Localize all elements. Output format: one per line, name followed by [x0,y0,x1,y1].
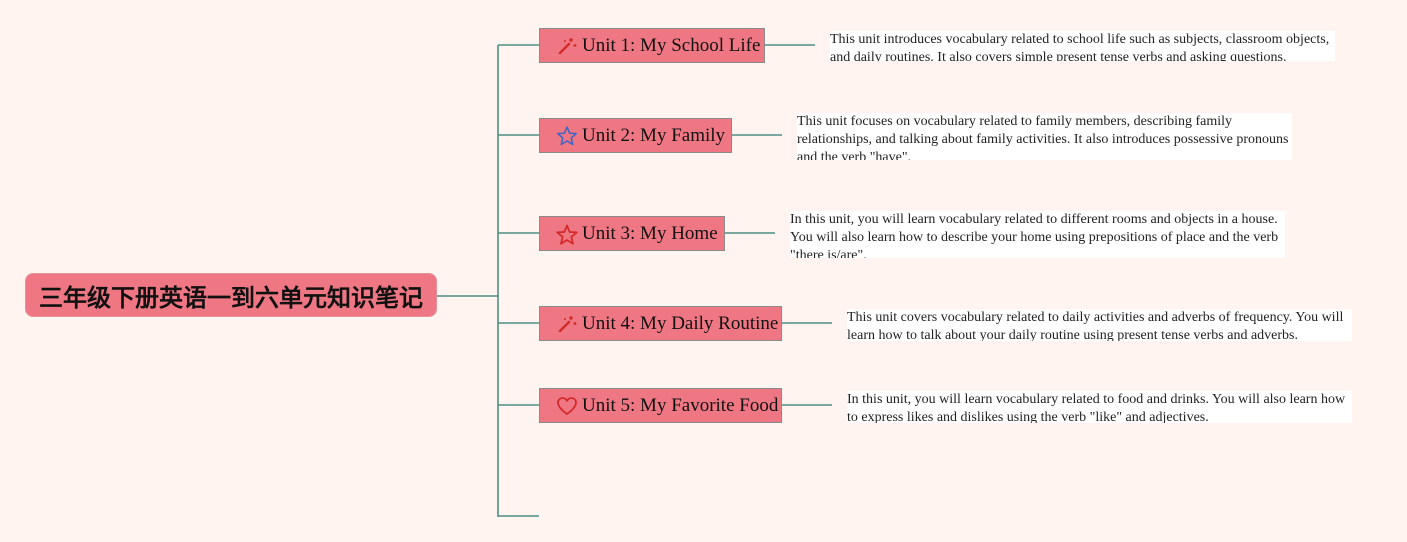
note-unit-5: In this unit, you will learn vocabulary … [847,391,1352,423]
topic-unit-1[interactable]: Unit 1: My School Life [539,28,765,63]
topic-unit-3-label: Unit 3: My Home [582,222,718,244]
topic-unit-2[interactable]: Unit 2: My Family [539,118,732,153]
heart-icon [556,395,578,417]
magic-wand-icon [556,313,578,335]
root-topic-label: 三年级下册英语一到六单元知识笔记 [39,283,423,312]
topic-unit-2-label: Unit 2: My Family [582,124,726,146]
magic-wand-icon [556,35,578,57]
note-unit-2: This unit focuses on vocabulary related … [797,113,1292,160]
star-outline-blue-icon [556,125,578,147]
root-topic[interactable]: 三年级下册英语一到六单元知识笔记 [25,273,437,317]
note-unit-4: This unit covers vocabulary related to d… [847,309,1352,341]
note-unit-1: This unit introduces vocabulary related … [830,31,1335,61]
star-outline-red-icon [556,223,578,245]
topic-unit-5[interactable]: Unit 5: My Favorite Food [539,388,782,423]
topic-unit-3[interactable]: Unit 3: My Home [539,216,725,251]
topic-unit-1-label: Unit 1: My School Life [582,34,761,56]
topic-unit-4-label: Unit 4: My Daily Routine [582,312,779,334]
topic-unit-5-label: Unit 5: My Favorite Food [582,394,779,416]
topic-unit-4[interactable]: Unit 4: My Daily Routine [539,306,782,341]
note-unit-3: In this unit, you will learn vocabulary … [790,211,1285,258]
